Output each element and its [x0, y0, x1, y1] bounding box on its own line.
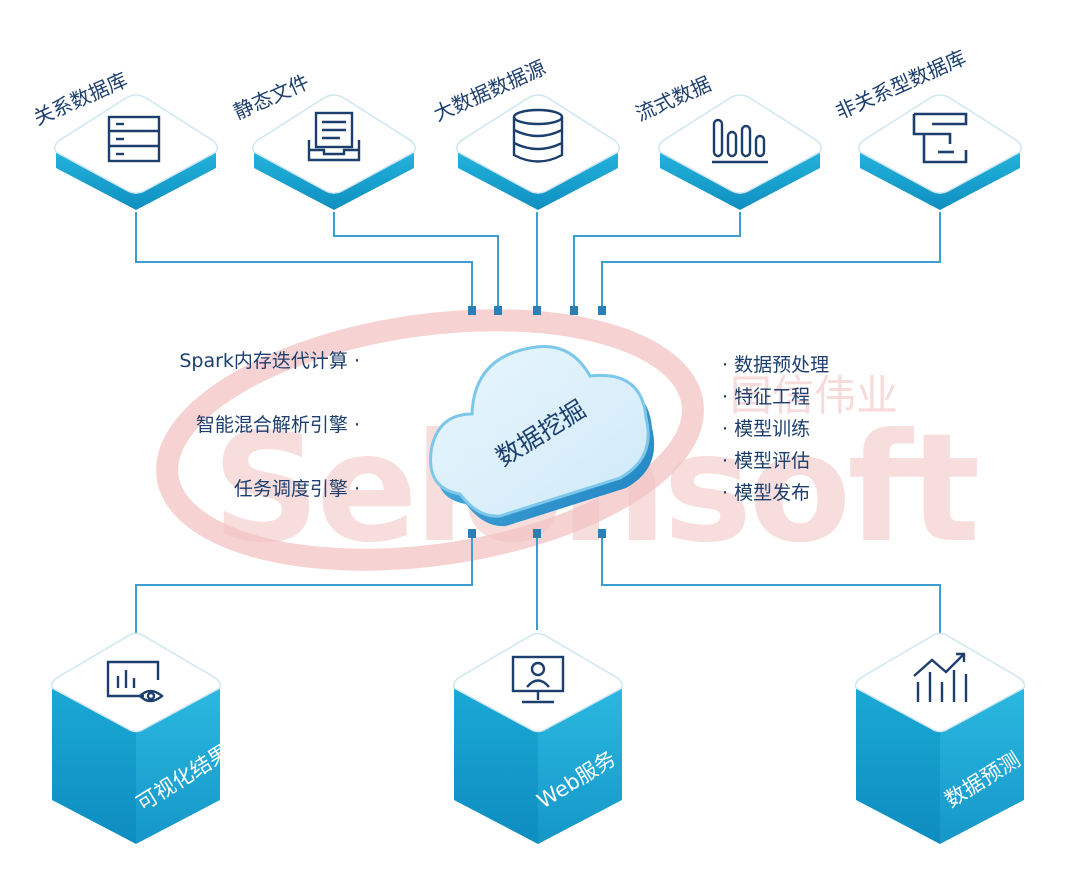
feature-left-item: Spark内存迭代计算 · [179, 350, 360, 372]
server-rack-icon [107, 115, 161, 163]
chart-eye-icon [106, 660, 164, 703]
feature-right-item: · 特征工程 [722, 386, 811, 408]
feature-right-item: · 模型发布 [722, 482, 811, 504]
source-tile-streaming [652, 92, 828, 214]
trend-chart-icon [913, 652, 968, 702]
feature-right-item: · 模型评估 [722, 450, 811, 472]
output-cube-web-service: Web服务 [450, 630, 626, 848]
source-tile-relational-db [48, 92, 224, 214]
feature-left-item: 智能混合解析引擎 · [195, 414, 360, 436]
feature-left-item: 任务调度引擎 · [233, 478, 360, 500]
feature-right-item: · 数据预处理 [722, 354, 830, 376]
nosql-blocks-icon [912, 112, 968, 164]
file-tray-icon [307, 111, 361, 162]
database-icon [512, 108, 564, 163]
monitor-user-icon [511, 655, 565, 704]
source-tile-static-files [246, 92, 422, 214]
feature-right-item: · 模型训练 [722, 418, 811, 440]
watermark-cn: 国信伟业 [730, 371, 899, 420]
source-tile-bigdata [450, 92, 626, 214]
output-cube-visualization: 可视化结果 [48, 630, 234, 848]
source-tile-nosql [852, 92, 1028, 214]
output-cube-prediction: 数据预测 [852, 630, 1028, 848]
stream-bars-icon [712, 118, 768, 164]
data-mining-cloud: 数据挖掘 [420, 318, 660, 536]
